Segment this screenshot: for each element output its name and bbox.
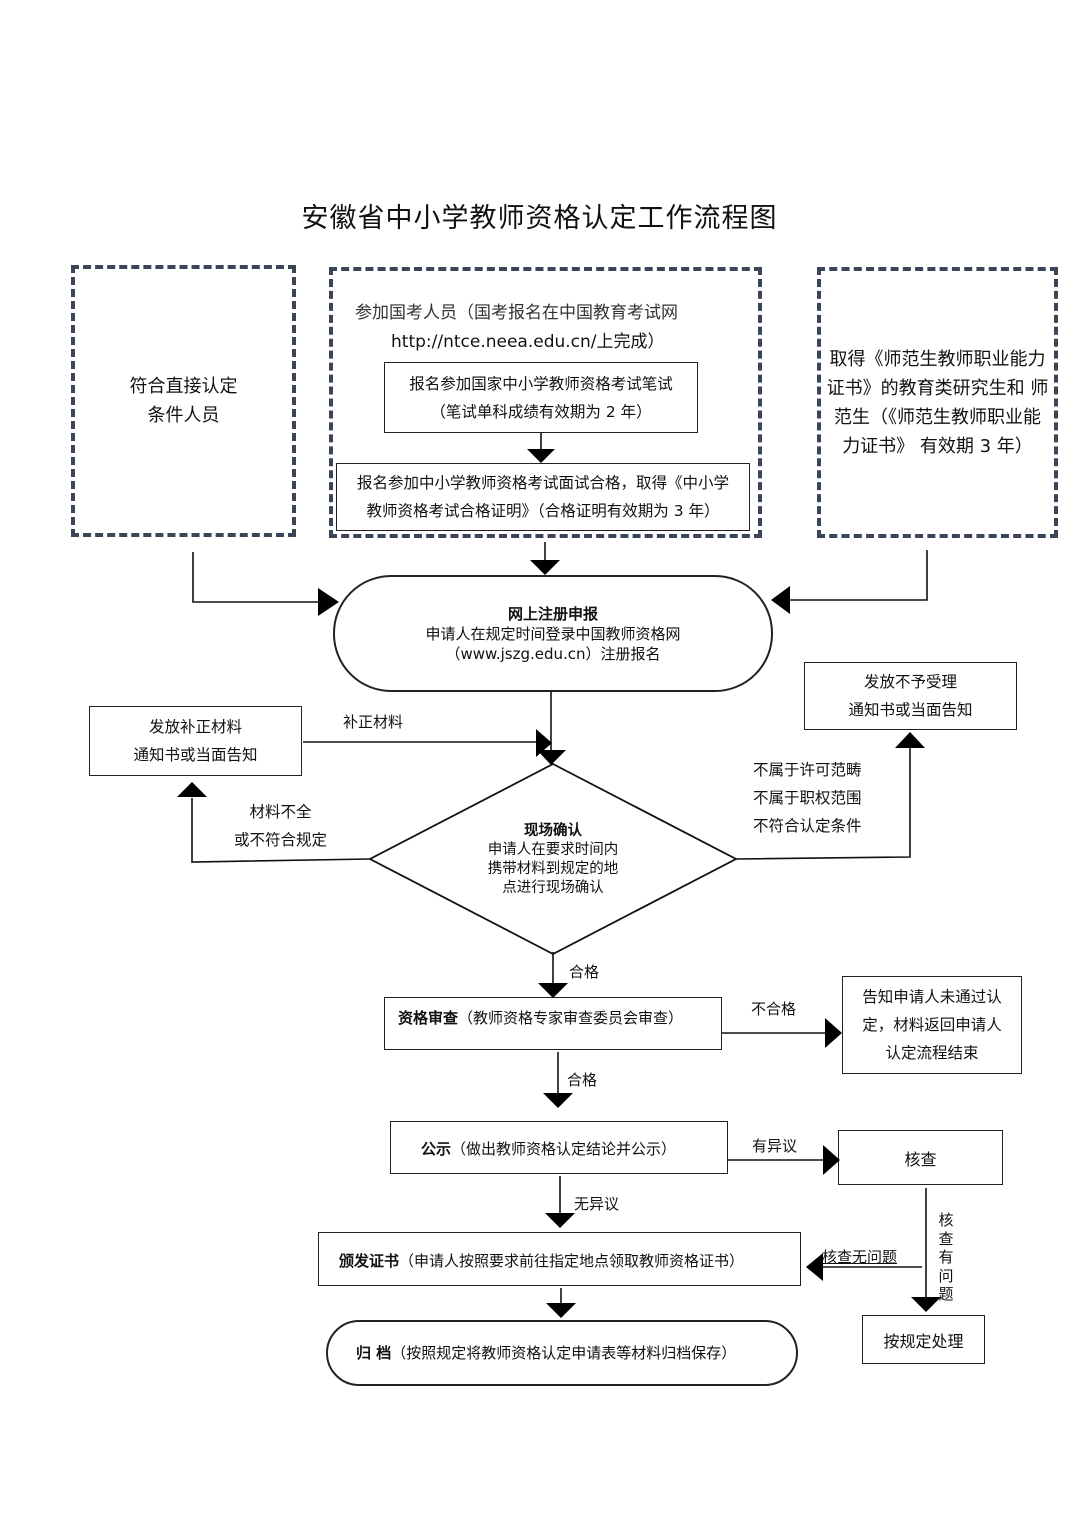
reject-condition-1: 不属于许可范畴 xyxy=(753,761,862,779)
written-exam-line-2: （笔试单科成绩有效期为 2 年） xyxy=(430,402,652,421)
arrow-to-fail-box xyxy=(825,1018,842,1048)
online-registration-line-2: （www.jszg.edu.cn）注册报名 xyxy=(445,644,661,663)
handle-by-rules-box: 按规定处理 xyxy=(862,1315,985,1364)
national-exam-box: 参加国考人员（国考报名在中国教育考试网 http://ntce.neea.edu… xyxy=(329,267,762,538)
arrow-to-verify xyxy=(823,1145,840,1175)
arrow-verify-ok-to-issue xyxy=(806,1253,823,1281)
arrow-to-review xyxy=(538,983,568,998)
pass-label-2: 合格 xyxy=(567,1071,598,1089)
reject-conditions: 不属于许可范畴 不属于职权范围 不符合认定条件 xyxy=(753,756,862,840)
arrow-right-to-register xyxy=(771,586,790,614)
arrow-left-to-register xyxy=(318,588,339,616)
arrow-to-reject-box xyxy=(895,732,925,748)
arrow-to-handle xyxy=(911,1297,941,1312)
supplement-notice-line-1: 发放补正材料 xyxy=(148,718,242,736)
online-registration-title: 网上注册申报 xyxy=(507,604,598,623)
no-objection-label: 无异议 xyxy=(574,1195,620,1213)
objection-label: 有异议 xyxy=(752,1137,798,1155)
verify-ok-label: 核查无问题 xyxy=(822,1248,898,1266)
verify-problem-char-4: 问 xyxy=(938,1266,954,1285)
supplement-materials-label: 补正材料 xyxy=(343,713,404,731)
qualification-review-title: 资格审查 xyxy=(398,1009,459,1027)
national-exam-header-line-1: 参加国考人员（国考报名在中国教育考试网 xyxy=(355,303,678,323)
arrow-to-onsite xyxy=(537,750,566,765)
interview-box: 报名参加中小学教师资格考试面试合格，取得《中小学 教师资格考试合格证明》（合格证… xyxy=(336,463,750,531)
arrow-written-to-interview xyxy=(527,449,555,463)
onsite-confirmation-node: 现场确认 申请人在要求时间内 携带材料到规定的地 点进行现场确认 xyxy=(453,818,653,902)
verify-problem-char-5: 题 xyxy=(938,1285,954,1303)
arrow-to-register xyxy=(530,560,560,575)
onsite-confirmation-title: 现场确认 xyxy=(524,823,582,839)
arrow-to-issue xyxy=(545,1213,575,1228)
arrow-supplement-to-flow xyxy=(536,729,552,757)
verify-problem-char-1: 核 xyxy=(938,1211,954,1229)
written-exam-box: 报名参加国家中小学教师资格考试笔试 （笔试单科成绩有效期为 2 年） xyxy=(384,362,698,433)
handle-by-rules-label: 按规定处理 xyxy=(883,1331,964,1351)
online-registration-node: 网上注册申报 申请人在规定时间登录中国教师资格网 （www.jszg.edu.c… xyxy=(333,575,773,692)
verify-problem-label: 核 查 有 问 题 xyxy=(937,1211,955,1304)
supplement-notice-line-2: 通知书或当面告知 xyxy=(133,746,258,764)
supplement-notice-box: 发放补正材料 通知书或当面告知 xyxy=(89,706,302,776)
normal-student-line-2: 证书》的教育类研究生和 师 xyxy=(826,377,1049,399)
normal-student-box: 取得《师范生教师职业能力 证书》的教育类研究生和 师 范生（《师范生教师职业能 … xyxy=(817,267,1058,538)
verify-box-label: 核查 xyxy=(904,1149,937,1169)
incomplete-materials-label: 材料不全 或不符合规定 xyxy=(234,798,327,854)
reject-notice-line-1: 发放不予受理 xyxy=(863,673,957,691)
publicity-title: 公示 xyxy=(421,1140,452,1158)
normal-student-line-3: 范生（《师范生教师职业能 xyxy=(834,406,1041,428)
verify-problem-char-3: 有 xyxy=(938,1248,954,1266)
reject-notice-line-2: 通知书或当面告知 xyxy=(848,701,973,719)
national-exam-header-line-2: http://ntce.neea.edu.cn/上完成） xyxy=(391,332,665,352)
verify-box: 核查 xyxy=(838,1130,1003,1185)
direct-certification-line-1: 符合直接认定 xyxy=(129,376,238,397)
arrow-to-publicity xyxy=(543,1093,573,1108)
online-registration-line-1: 申请人在规定时间登录中国教师资格网 xyxy=(425,624,681,643)
review-failed-box: 告知申请人未通过认 定，材料返回申请人 认定流程结束 xyxy=(842,976,1022,1074)
issue-certificate-title: 颁发证书 xyxy=(339,1252,400,1270)
fail-label: 不合格 xyxy=(751,1000,797,1018)
publicity-box: 公示（做出教师资格认定结论并公示） xyxy=(390,1121,728,1174)
review-failed-line-1: 告知申请人未通过认 xyxy=(862,988,1002,1006)
publicity-desc: （做出教师资格认定结论并公示） xyxy=(451,1140,677,1158)
reject-condition-3: 不符合认定条件 xyxy=(753,817,862,835)
normal-student-line-1: 取得《师范生教师职业能力 xyxy=(829,348,1046,370)
interview-line-2: 教师资格考试合格证明》（合格证明有效期为 3 年） xyxy=(366,502,720,520)
issue-certificate-box: 颁发证书（申请人按照要求前往指定地点领取教师资格证书） xyxy=(318,1232,801,1286)
page-title: 安徽省中小学教师资格认定工作流程图 xyxy=(301,203,778,234)
direct-certification-line-2: 条件人员 xyxy=(147,405,220,426)
review-failed-line-2: 定，材料返回申请人 xyxy=(862,1016,1002,1034)
qualification-review-box: 资格审查（教师资格专家审查委员会审查） xyxy=(384,997,722,1050)
interview-line-1: 报名参加中小学教师资格考试面试合格，取得《中小学 xyxy=(356,474,729,492)
reject-notice-box: 发放不予受理 通知书或当面告知 xyxy=(804,662,1017,730)
archive-desc: （按照规定将教师资格认定申请表等材料归档保存） xyxy=(391,1344,737,1362)
incomplete-label-line-2: 或不符合规定 xyxy=(234,831,328,849)
archive-node: 归 档（按照规定将教师资格认定申请表等材料归档保存） xyxy=(326,1320,798,1386)
direct-certification-box: 符合直接认定 条件人员 xyxy=(71,265,296,537)
arrow-to-supplement-box xyxy=(177,782,207,797)
pass-label-1: 合格 xyxy=(569,963,600,981)
onsite-diamond-shape xyxy=(368,762,738,956)
qualification-review-desc: （教师资格专家审查委员会审查） xyxy=(458,1009,684,1027)
onsite-confirmation-line-1: 申请人在要求时间内 xyxy=(487,842,619,858)
arrow-to-archive xyxy=(546,1303,576,1318)
verify-problem-char-2: 查 xyxy=(938,1229,954,1248)
incomplete-label-line-1: 材料不全 xyxy=(249,803,312,821)
reject-condition-2: 不属于职权范围 xyxy=(753,789,862,807)
issue-certificate-desc: （申请人按照要求前往指定地点领取教师资格证书） xyxy=(399,1252,745,1270)
review-failed-line-3: 认定流程结束 xyxy=(885,1044,979,1062)
written-exam-line-1: 报名参加国家中小学教师资格考试笔试 xyxy=(409,374,673,393)
normal-student-line-4: 力证书》 有效期 3 年） xyxy=(842,435,1033,457)
onsite-confirmation-line-3: 点进行现场确认 xyxy=(502,880,604,896)
onsite-confirmation-line-2: 携带材料到规定的地 xyxy=(487,861,619,877)
archive-title: 归 档 xyxy=(356,1344,392,1362)
